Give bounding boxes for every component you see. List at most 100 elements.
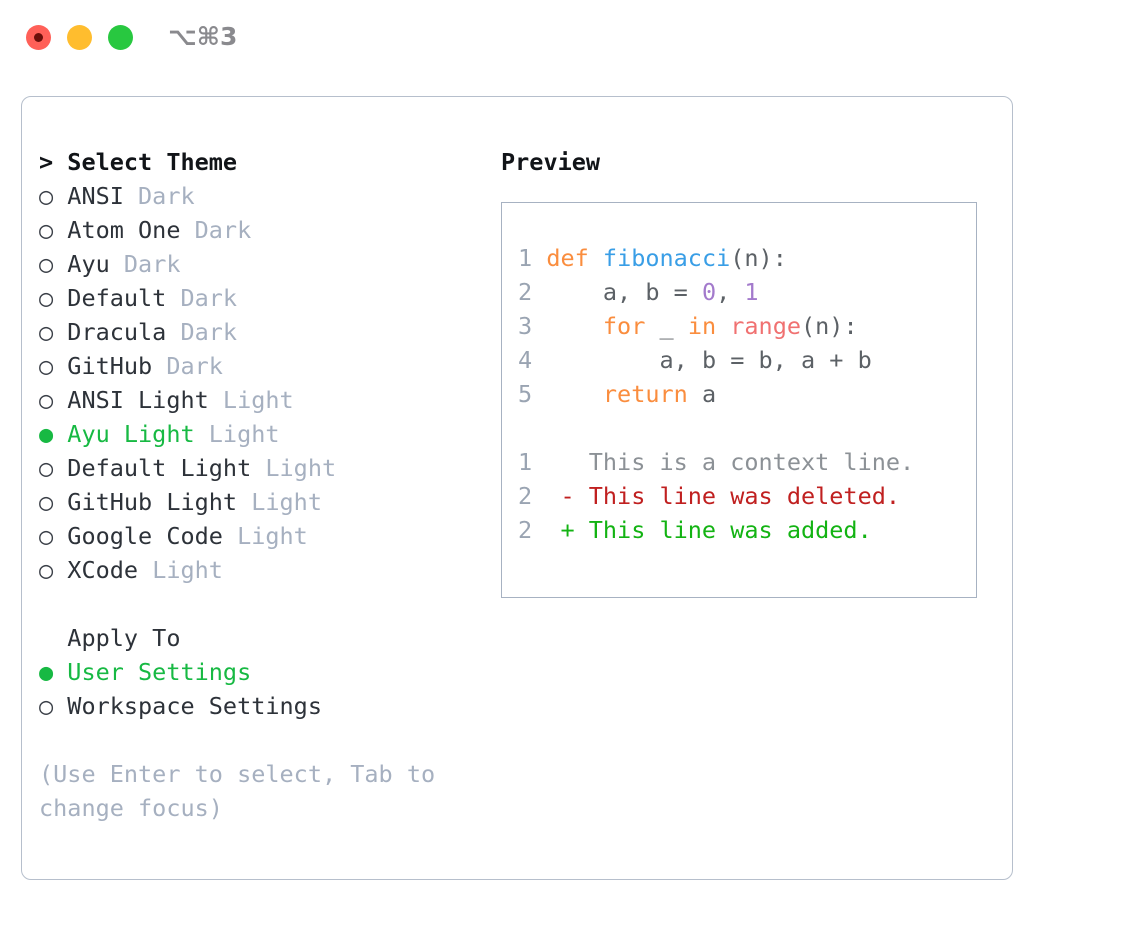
keyboard-hint-text: (Use Enter to select, Tab to change focu… [39,760,436,822]
code-diff-spacer [518,411,976,445]
theme-name: Dracula [67,318,167,346]
diff-marker [560,448,588,476]
radio-unselected-icon: ○ [39,488,68,516]
code-gutter-space [532,312,546,340]
content-panel: > Select Theme ○ ANSI Dark○ Atom One Dar… [21,96,1013,880]
apply-to-item[interactable]: ○ Workspace Settings [39,689,489,723]
radio-unselected-icon: ○ [39,216,68,244]
diff-marker: + [560,516,589,544]
title-bar: ⌥⌘3 [0,0,1140,78]
apply-to-header: Apply To [39,624,181,652]
code-line: 5 return a [518,377,976,411]
theme-name: Default [67,284,167,312]
apply-to-label: User Settings [67,658,252,686]
radio-unselected-icon: ○ [39,352,68,380]
theme-list: ○ ANSI Dark○ Atom One Dark○ Ayu Dark○ De… [39,179,489,587]
radio-unselected-icon: ○ [39,692,68,720]
theme-list-item[interactable]: ○ GitHub Dark [39,349,489,383]
diff-text: This line was deleted. [588,482,901,510]
code-line: 2 a, b = 0, 1 [518,275,976,309]
theme-category: Light [208,386,294,414]
theme-list-item[interactable]: ○ Atom One Dark [39,213,489,247]
code-token: (n): [801,312,858,340]
radio-unselected-icon: ○ [39,250,68,278]
theme-list-item[interactable]: ● Ayu Light Light [39,417,489,451]
theme-category: Light [237,488,322,516]
theme-category: Dark [123,182,195,210]
theme-list-item[interactable]: ○ Dracula Dark [39,315,489,349]
code-token: for [602,312,646,340]
theme-category: Dark [152,352,223,380]
theme-name: Ayu Light [67,420,195,448]
theme-picker-header: > Select Theme [39,145,489,179]
code-token: (n): [730,244,787,272]
diff-text: This is a context line. [588,448,915,476]
preview-title: Preview [501,148,601,176]
diff-line: 1 This is a context line. [518,445,976,479]
code-line-number: 2 [518,278,533,306]
theme-category: Dark [180,216,252,244]
theme-category: Light [194,420,280,448]
theme-list-item[interactable]: ○ XCode Light [39,553,489,587]
theme-name: Default Light [67,454,252,482]
radio-selected-icon: ● [39,658,68,686]
code-token: 0 [701,278,717,306]
list-gap-spacer [39,587,489,621]
zoom-button[interactable] [108,25,133,50]
code-line: 3 for _ in range(n): [518,309,976,343]
code-token: range [730,312,802,340]
code-line-number: 1 [518,244,533,272]
code-gutter-space [532,380,546,408]
code-token: 1 [744,278,759,306]
radio-unselected-icon: ○ [39,556,68,584]
code-token [716,312,730,340]
code-line-number: 3 [518,312,533,340]
theme-list-item[interactable]: ○ Default Dark [39,281,489,315]
theme-name: XCode [67,556,139,584]
diff-sample: 1 This is a context line.2 - This line w… [518,445,976,547]
close-button[interactable] [26,25,51,50]
minimize-button[interactable] [67,25,92,50]
theme-name: ANSI [67,182,124,210]
code-token [589,244,603,272]
theme-name: Google Code [67,522,223,550]
theme-name: GitHub Light [67,488,238,516]
theme-list-item[interactable]: ○ ANSI Light Light [39,383,489,417]
code-line-number: 5 [518,380,533,408]
diff-gutter-space [532,482,560,510]
code-token [546,312,603,340]
code-token [546,380,603,408]
theme-list-item[interactable]: ○ GitHub Light Light [39,485,489,519]
diff-gutter-space [532,448,560,476]
code-token: return [602,380,688,408]
code-token: a, b = [546,278,702,306]
code-token: a [687,380,717,408]
code-token: def [546,244,589,272]
radio-selected-icon: ● [39,420,68,448]
radio-unselected-icon: ○ [39,454,68,482]
prompt-caret-icon: > [39,148,68,176]
diff-text: This line was added. [588,516,872,544]
diff-line: 2 + This line was added. [518,513,976,547]
theme-category: Dark [109,250,181,278]
diff-line-number: 2 [518,482,533,510]
code-line: 1 def fibonacci(n): [518,241,976,275]
theme-picker: > Select Theme ○ ANSI Dark○ Atom One Dar… [39,145,489,825]
keyboard-shortcut-label: ⌥⌘3 [168,22,238,51]
diff-line: 2 - This line was deleted. [518,479,976,513]
theme-list-item[interactable]: ○ Google Code Light [39,519,489,553]
theme-category: Dark [166,284,238,312]
apply-to-item[interactable]: ● User Settings [39,655,489,689]
code-gutter-space [532,278,546,306]
code-line: 4 a, b = b, a + b [518,343,976,377]
theme-name: GitHub [67,352,153,380]
theme-list-item[interactable]: ○ Default Light Light [39,451,489,485]
theme-list-item[interactable]: ○ ANSI Dark [39,179,489,213]
theme-list-item[interactable]: ○ Ayu Dark [39,247,489,281]
code-token: _ [645,312,688,340]
theme-category: Light [222,522,308,550]
radio-unselected-icon: ○ [39,284,68,312]
code-token: , [716,278,745,306]
